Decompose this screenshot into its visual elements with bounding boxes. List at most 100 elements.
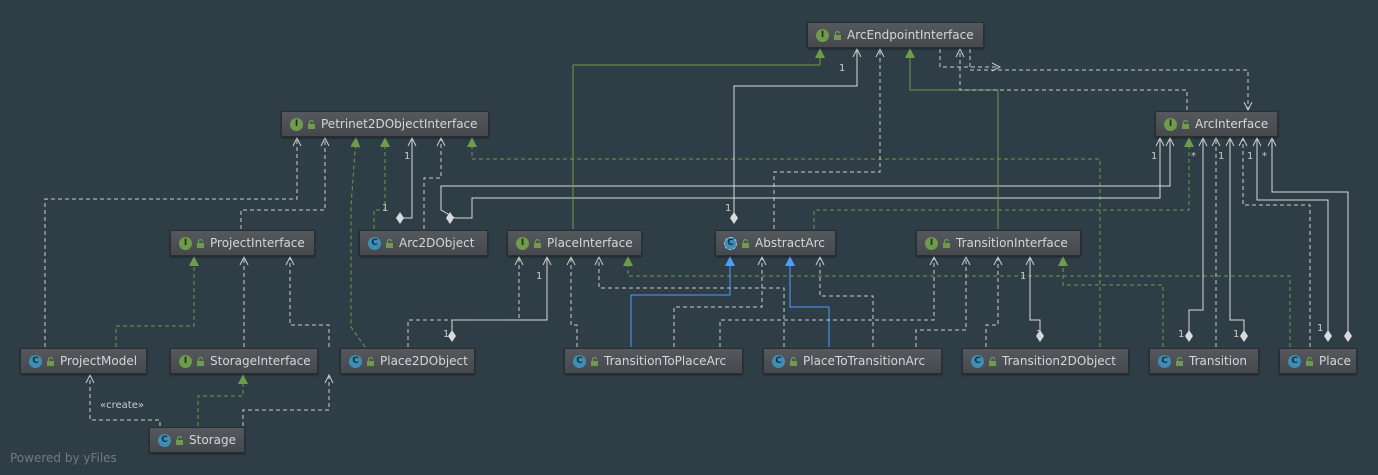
- class-icon: C: [971, 354, 984, 368]
- node-petrinet2d-object-interface[interactable]: I Petrinet2DObjectInterface: [281, 111, 489, 137]
- lock-icon: [367, 356, 374, 366]
- node-arc-endpoint-interface[interactable]: I ArcEndpointInterface: [807, 22, 984, 48]
- node-place2d-object[interactable]: C Place2DObject: [340, 348, 475, 374]
- node-abstract-arc[interactable]: C AbstractArc: [715, 230, 836, 256]
- lock-icon: [197, 238, 204, 248]
- class-icon: C: [158, 433, 171, 447]
- multiplicity-label: 1: [382, 203, 389, 214]
- lock-icon: [197, 356, 204, 366]
- interface-icon: I: [179, 236, 192, 250]
- node-label: TransitionInterface: [956, 236, 1068, 250]
- association-edge: [1257, 138, 1329, 336]
- multiplicity-label: 1: [443, 329, 450, 340]
- node-label: Petrinet2DObjectInterface: [321, 117, 478, 131]
- node-transition-interface[interactable]: I TransitionInterface: [916, 230, 1081, 256]
- multiplicity-label: 1: [725, 203, 732, 214]
- lock-icon: [591, 356, 598, 366]
- class-icon: C: [349, 354, 362, 368]
- lock-icon: [308, 119, 315, 129]
- multiplicity-label: 1: [1317, 323, 1324, 334]
- association-edge: [1030, 257, 1041, 336]
- aggregation-diamond: [446, 212, 454, 224]
- extension-edge: [572, 48, 825, 229]
- association-edge: [451, 257, 547, 336]
- generalization-edge: [785, 256, 830, 347]
- aggregation-diamond: [1185, 330, 1193, 342]
- implementation-edge: [467, 137, 1101, 347]
- interface-icon: I: [1164, 117, 1177, 131]
- class-icon: C: [29, 354, 42, 368]
- class-icon: C: [368, 236, 381, 250]
- association-edge: [396, 138, 412, 219]
- lock-icon: [1182, 119, 1189, 129]
- dependency-edge: [960, 49, 1188, 110]
- dependency-edge: [773, 49, 880, 229]
- lock-icon: [989, 356, 996, 366]
- node-label: ArcEndpointInterface: [847, 28, 974, 42]
- interface-icon: I: [816, 28, 829, 42]
- lock-icon: [790, 356, 797, 366]
- node-label: Storage: [189, 433, 236, 447]
- node-label: ProjectModel: [60, 354, 138, 368]
- multiplicity-label: 1: [1020, 271, 1027, 282]
- multiplicity-label: 1: [404, 151, 411, 162]
- node-project-interface[interactable]: I ProjectInterface: [170, 230, 315, 256]
- node-project-model[interactable]: C ProjectModel: [20, 348, 147, 374]
- lock-icon: [834, 30, 841, 40]
- implementation-edge: [813, 137, 1194, 229]
- multiplicity-label: 1: [1178, 329, 1185, 340]
- association-edge: [1230, 138, 1245, 336]
- node-place-interface[interactable]: I PlaceInterface: [507, 230, 642, 256]
- create-dependency-edge: [90, 375, 161, 426]
- association-edge: [1272, 138, 1349, 336]
- association-edge: [455, 138, 1160, 219]
- lock-icon: [176, 435, 183, 445]
- node-label: AbstractArc: [755, 236, 825, 250]
- implementation-edge: [197, 374, 248, 426]
- node-label: PlaceToTransitionArc: [803, 354, 926, 368]
- dependency-edge: [939, 49, 1000, 67]
- generalization-edge: [630, 256, 735, 347]
- lock-icon: [47, 356, 54, 366]
- lock-icon: [534, 238, 541, 248]
- class-icon: C: [1158, 354, 1171, 368]
- interface-icon: I: [516, 236, 529, 250]
- lock-icon: [943, 238, 950, 248]
- interface-icon: I: [179, 354, 192, 368]
- create-stereotype-label: «create»: [100, 400, 144, 411]
- dependency-edge: [44, 138, 297, 347]
- powered-by-footer: Powered by yFiles: [10, 451, 117, 465]
- node-storage-interface[interactable]: I StorageInterface: [170, 348, 318, 374]
- aggregation-diamond: [1240, 330, 1248, 342]
- aggregation-diamond: [1324, 330, 1332, 342]
- dependency-edge: [969, 49, 1248, 110]
- multiplicity-label: 1: [1247, 151, 1254, 162]
- class-icon: C: [573, 354, 586, 368]
- aggregation-diamond: [396, 212, 404, 224]
- node-transition2d-object[interactable]: C Transition2DObject: [962, 348, 1129, 374]
- dependency-edge: [719, 257, 934, 347]
- multiplicity-label: 1: [1036, 329, 1043, 340]
- node-label: Place: [1319, 354, 1351, 368]
- dependency-edge: [240, 138, 325, 229]
- interface-icon: I: [290, 117, 303, 131]
- multiplicity-label: *: [1191, 151, 1196, 162]
- node-transition[interactable]: C Transition: [1149, 348, 1259, 374]
- dependency-edge: [242, 375, 329, 426]
- association-edge: [733, 49, 857, 218]
- node-place-to-transition-arc[interactable]: C PlaceToTransitionArc: [763, 348, 942, 374]
- node-storage[interactable]: C Storage: [149, 427, 245, 453]
- node-arc2d-object[interactable]: C Arc2DObject: [359, 230, 488, 256]
- multiplicity-label: 1: [1151, 151, 1158, 162]
- implementation-edge: [1058, 256, 1164, 347]
- multiplicity-label: *: [1262, 151, 1267, 162]
- class-icon: C: [1288, 354, 1301, 368]
- node-transition-to-place-arc[interactable]: C TransitionToPlaceArc: [564, 348, 743, 374]
- node-place[interactable]: C Place: [1279, 348, 1357, 374]
- aggregation-diamond: [1344, 330, 1352, 342]
- node-arc-interface[interactable]: I ArcInterface: [1155, 111, 1278, 137]
- multiplicity-label: 1: [839, 63, 846, 74]
- aggregation-diamond: [1036, 330, 1044, 342]
